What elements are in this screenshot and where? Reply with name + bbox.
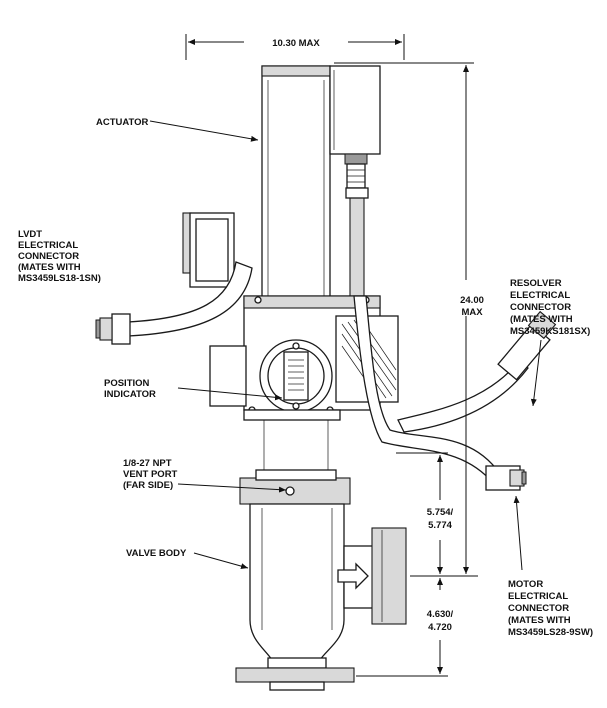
lower-dim-line1: 4.630/ bbox=[427, 609, 454, 620]
svg-text:MS3459LS18-1SN): MS3459LS18-1SN) bbox=[18, 273, 101, 284]
bonnet-flange bbox=[239, 409, 351, 505]
leader-lines bbox=[149, 120, 542, 571]
svg-text:LVDT: LVDT bbox=[18, 229, 42, 240]
svg-text:(MATES WITH: (MATES WITH bbox=[510, 314, 573, 325]
vent-port-label: 1/8-27 NPT VENT PORT (FAR SIDE) bbox=[123, 458, 178, 491]
valve-body bbox=[235, 503, 407, 691]
lvdt-label: LVDT ELECTRICAL CONNECTOR (MATES WITH MS… bbox=[18, 229, 101, 284]
svg-text:MOTOR: MOTOR bbox=[508, 579, 543, 590]
valve-body-label: VALVE BODY bbox=[126, 548, 187, 559]
upper-dim-line2: 5.774 bbox=[428, 520, 452, 531]
svg-text:ELECTRICAL: ELECTRICAL bbox=[18, 240, 78, 251]
dimension-lower bbox=[356, 578, 448, 677]
height-max-value: 24.00 bbox=[460, 295, 484, 306]
dimension-width bbox=[185, 34, 405, 60]
motor-connector bbox=[485, 465, 527, 491]
upper-dim-line1: 5.754/ bbox=[427, 507, 454, 518]
position-indicator bbox=[259, 339, 333, 413]
svg-text:CONNECTOR: CONNECTOR bbox=[510, 302, 571, 313]
svg-text:MS3459LS28-9SW): MS3459LS28-9SW) bbox=[508, 627, 593, 638]
svg-text:POSITION: POSITION bbox=[104, 378, 150, 389]
svg-text:CONNECTOR: CONNECTOR bbox=[18, 251, 79, 262]
width-max-label: 10.30 MAX bbox=[272, 38, 320, 49]
motor-label: MOTOR ELECTRICAL CONNECTOR (MATES WITH M… bbox=[508, 579, 593, 638]
resolver-connector bbox=[497, 310, 557, 381]
svg-text:RESOLVER: RESOLVER bbox=[510, 278, 562, 289]
indicator-scale bbox=[288, 359, 304, 391]
height-max-suffix: MAX bbox=[461, 307, 483, 318]
svg-text:(MATES WITH: (MATES WITH bbox=[508, 615, 571, 626]
right-cables bbox=[353, 295, 557, 491]
svg-text:INDICATOR: INDICATOR bbox=[104, 389, 156, 400]
actuator-label: ACTUATOR bbox=[96, 117, 149, 128]
svg-text:1/8-27 NPT: 1/8-27 NPT bbox=[123, 458, 172, 469]
lower-dim-line2: 4.720 bbox=[428, 622, 452, 633]
resolver-label: RESOLVER ELECTRICAL CONNECTOR (MATES WIT… bbox=[510, 278, 590, 337]
position-indicator-label: POSITION INDICATOR bbox=[104, 378, 156, 400]
dimension-height bbox=[334, 62, 474, 574]
svg-text:ELECTRICAL: ELECTRICAL bbox=[510, 290, 570, 301]
svg-text:MS3459KS181SX): MS3459KS181SX) bbox=[510, 326, 590, 337]
actuator-housing bbox=[261, 65, 381, 303]
svg-text:(FAR SIDE): (FAR SIDE) bbox=[123, 480, 173, 491]
dimension-upper bbox=[396, 452, 478, 577]
svg-text:VENT PORT: VENT PORT bbox=[123, 469, 178, 480]
svg-text:(MATES WITH: (MATES WITH bbox=[18, 262, 81, 273]
svg-text:ELECTRICAL: ELECTRICAL bbox=[508, 591, 568, 602]
lvdt-housing bbox=[95, 212, 253, 345]
svg-text:CONNECTOR: CONNECTOR bbox=[508, 603, 569, 614]
